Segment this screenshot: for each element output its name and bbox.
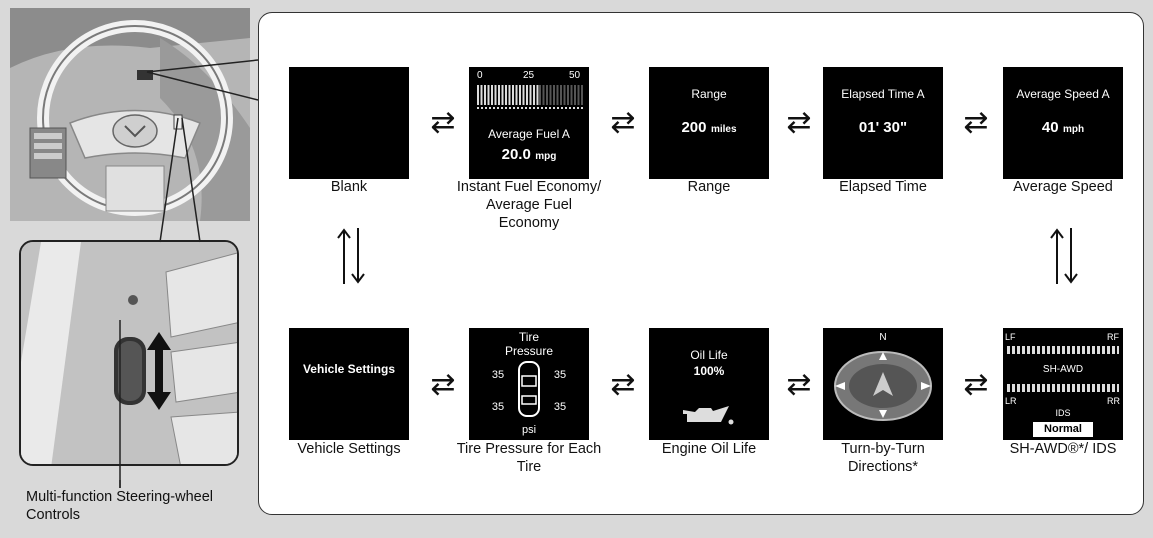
tire-rl: 35 bbox=[491, 401, 505, 413]
compass-icon bbox=[834, 351, 932, 421]
awd-front-bars bbox=[1007, 346, 1119, 354]
fuel-bar-gauge bbox=[477, 85, 583, 105]
car-outline-icon bbox=[518, 361, 540, 417]
steering-controls-closeup bbox=[19, 240, 239, 466]
cycle-arrow-6: ⇄ bbox=[610, 368, 636, 401]
awd-ids: IDS bbox=[1055, 408, 1071, 418]
screen-turn-by-turn: N bbox=[823, 328, 943, 440]
fuel-tick-50: 50 bbox=[569, 70, 581, 81]
screen-elapsed: Elapsed Time A 01' 30" bbox=[823, 67, 943, 179]
speed-value-line: 40 mph bbox=[1003, 119, 1123, 137]
vehicle-title: Vehicle Settings bbox=[302, 362, 396, 376]
tire-rr: 35 bbox=[553, 401, 567, 413]
cycle-arrow-7: ⇄ bbox=[786, 368, 812, 401]
elapsed-value: 01' 30" bbox=[858, 119, 908, 136]
cycle-arrow-8: ⇄ bbox=[963, 368, 989, 401]
fuel-tick-0: 0 bbox=[477, 70, 483, 81]
label-awd: SH-AWD®*/ IDS bbox=[1009, 441, 1117, 457]
fuel-tick-25: 25 bbox=[523, 70, 535, 81]
tire-fr: 35 bbox=[553, 369, 567, 381]
oil-can-icon bbox=[683, 406, 734, 425]
awd-mode: Normal bbox=[1033, 422, 1093, 437]
fuel-title: Average Fuel A bbox=[488, 127, 570, 141]
fuel-value-line: 20.0 mpg bbox=[469, 146, 589, 164]
vertical-arrow-left bbox=[337, 228, 365, 284]
screen-sh-awd: LF RF SH-AWD LR RR IDS Normal bbox=[1003, 328, 1123, 440]
speed-title: Average Speed A bbox=[1016, 87, 1110, 101]
awd-center: SH-AWD bbox=[1042, 364, 1084, 375]
cycle-arrow-1: ⇄ bbox=[430, 106, 456, 139]
screen-range: Range 200 miles bbox=[649, 67, 769, 179]
screen-blank bbox=[289, 67, 409, 179]
cycle-arrow-4: ⇄ bbox=[963, 106, 989, 139]
screen-oil: Oil Life 100% bbox=[649, 328, 769, 440]
awd-lr: LR bbox=[1005, 396, 1017, 406]
screen-speed: Average Speed A 40 mph bbox=[1003, 67, 1123, 179]
oil-title: Oil Life bbox=[690, 348, 728, 362]
cycle-arrow-3: ⇄ bbox=[786, 106, 812, 139]
screen-fuel: 0 25 50 Average Fuel A 20.0 mpg bbox=[469, 67, 589, 179]
oil-value: 100% bbox=[693, 364, 725, 378]
range-title: Range bbox=[691, 87, 727, 101]
awd-rear-bars bbox=[1007, 384, 1119, 392]
label-elapsed: Elapsed Time bbox=[839, 179, 927, 195]
awd-lf: LF bbox=[1005, 332, 1016, 342]
label-turn: Turn-by-Turn Directions* bbox=[841, 441, 925, 475]
vertical-arrow-right bbox=[1050, 228, 1078, 284]
speed-unit: mph bbox=[1063, 124, 1085, 135]
tire-fl: 35 bbox=[491, 369, 505, 381]
label-fuel: Instant Fuel Economy/ Average Fuel Econo… bbox=[456, 179, 602, 231]
steering-wheel-photo bbox=[10, 8, 250, 221]
screen-vehicle-settings: Vehicle Settings bbox=[289, 328, 409, 440]
awd-rr: RR bbox=[1107, 396, 1120, 406]
steering-controls-caption: Multi-function Steering-wheel Controls bbox=[26, 489, 213, 523]
awd-rf: RF bbox=[1107, 332, 1119, 342]
tire-unit: psi bbox=[521, 424, 537, 436]
compass-north: N bbox=[879, 332, 887, 343]
fuel-unit: mpg bbox=[535, 151, 557, 162]
label-oil: Engine Oil Life bbox=[661, 441, 757, 457]
elapsed-title: Elapsed Time A bbox=[841, 87, 925, 101]
fuel-value: 20.0 bbox=[501, 146, 531, 163]
cycle-arrow-5: ⇄ bbox=[430, 368, 456, 401]
range-value-line: 200 miles bbox=[649, 119, 769, 137]
label-speed: Average Speed bbox=[1013, 179, 1113, 195]
cycle-arrow-2: ⇄ bbox=[610, 106, 636, 139]
label-blank: Blank bbox=[330, 179, 368, 195]
label-range: Range bbox=[687, 179, 731, 195]
speed-value: 40 bbox=[1041, 119, 1059, 136]
label-vehicle: Vehicle Settings bbox=[297, 441, 401, 457]
label-tire: Tire Pressure for Each Tire bbox=[456, 441, 602, 475]
range-value: 200 bbox=[681, 119, 707, 136]
screen-tire: Tire Pressure 35 35 35 35 psi bbox=[469, 328, 589, 440]
tire-title: Tire Pressure bbox=[504, 330, 554, 358]
range-unit: miles bbox=[710, 124, 737, 135]
